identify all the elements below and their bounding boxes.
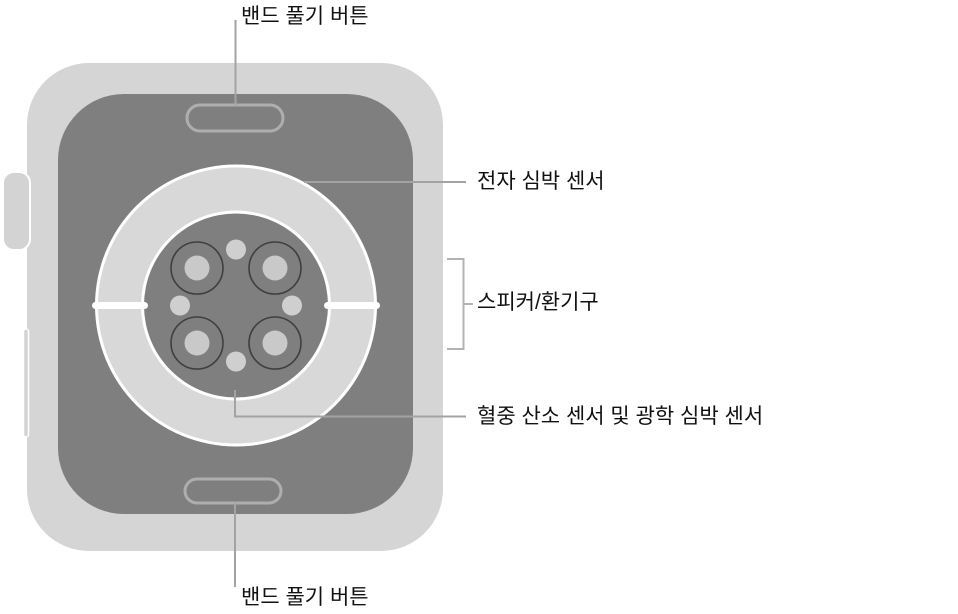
band-lug [2, 171, 31, 251]
sensor-dot-bottom [226, 351, 246, 372]
lens-ring-top-right [248, 241, 302, 295]
label-electrical-heart-sensor: 전자 심박 센서 [477, 170, 605, 193]
lens-top-right [262, 255, 288, 281]
lens-top-left [184, 255, 210, 281]
sensor-assembly [92, 164, 380, 447]
band-release-button-bottom [183, 477, 283, 505]
crystal-slit-left [92, 302, 148, 309]
lens-bottom-right [262, 330, 288, 356]
lens-bottom-left [184, 330, 210, 356]
lens-ring-bottom-left [170, 316, 224, 370]
side-seam [22, 328, 30, 438]
label-speaker-vents: 스피커/환기구 [477, 291, 599, 314]
label-blood-oxygen-optical-heart-sensor: 혈중 산소 센서 및 광학 심박 센서 [477, 405, 764, 428]
sensor-dot-right [282, 295, 302, 316]
label-band-release-bottom: 밴드 풀기 버튼 [241, 586, 369, 609]
crystal-slit-right [324, 302, 380, 309]
sensor-dot-left [170, 295, 190, 316]
label-band-release-top: 밴드 풀기 버튼 [241, 5, 369, 28]
lens-ring-top-left [170, 241, 224, 295]
leader-line-blood-oxygen-sensor [234, 390, 466, 418]
sensor-dot-top [226, 239, 246, 260]
lens-ring-bottom-right [248, 316, 302, 370]
speaker-bracket [447, 258, 473, 350]
